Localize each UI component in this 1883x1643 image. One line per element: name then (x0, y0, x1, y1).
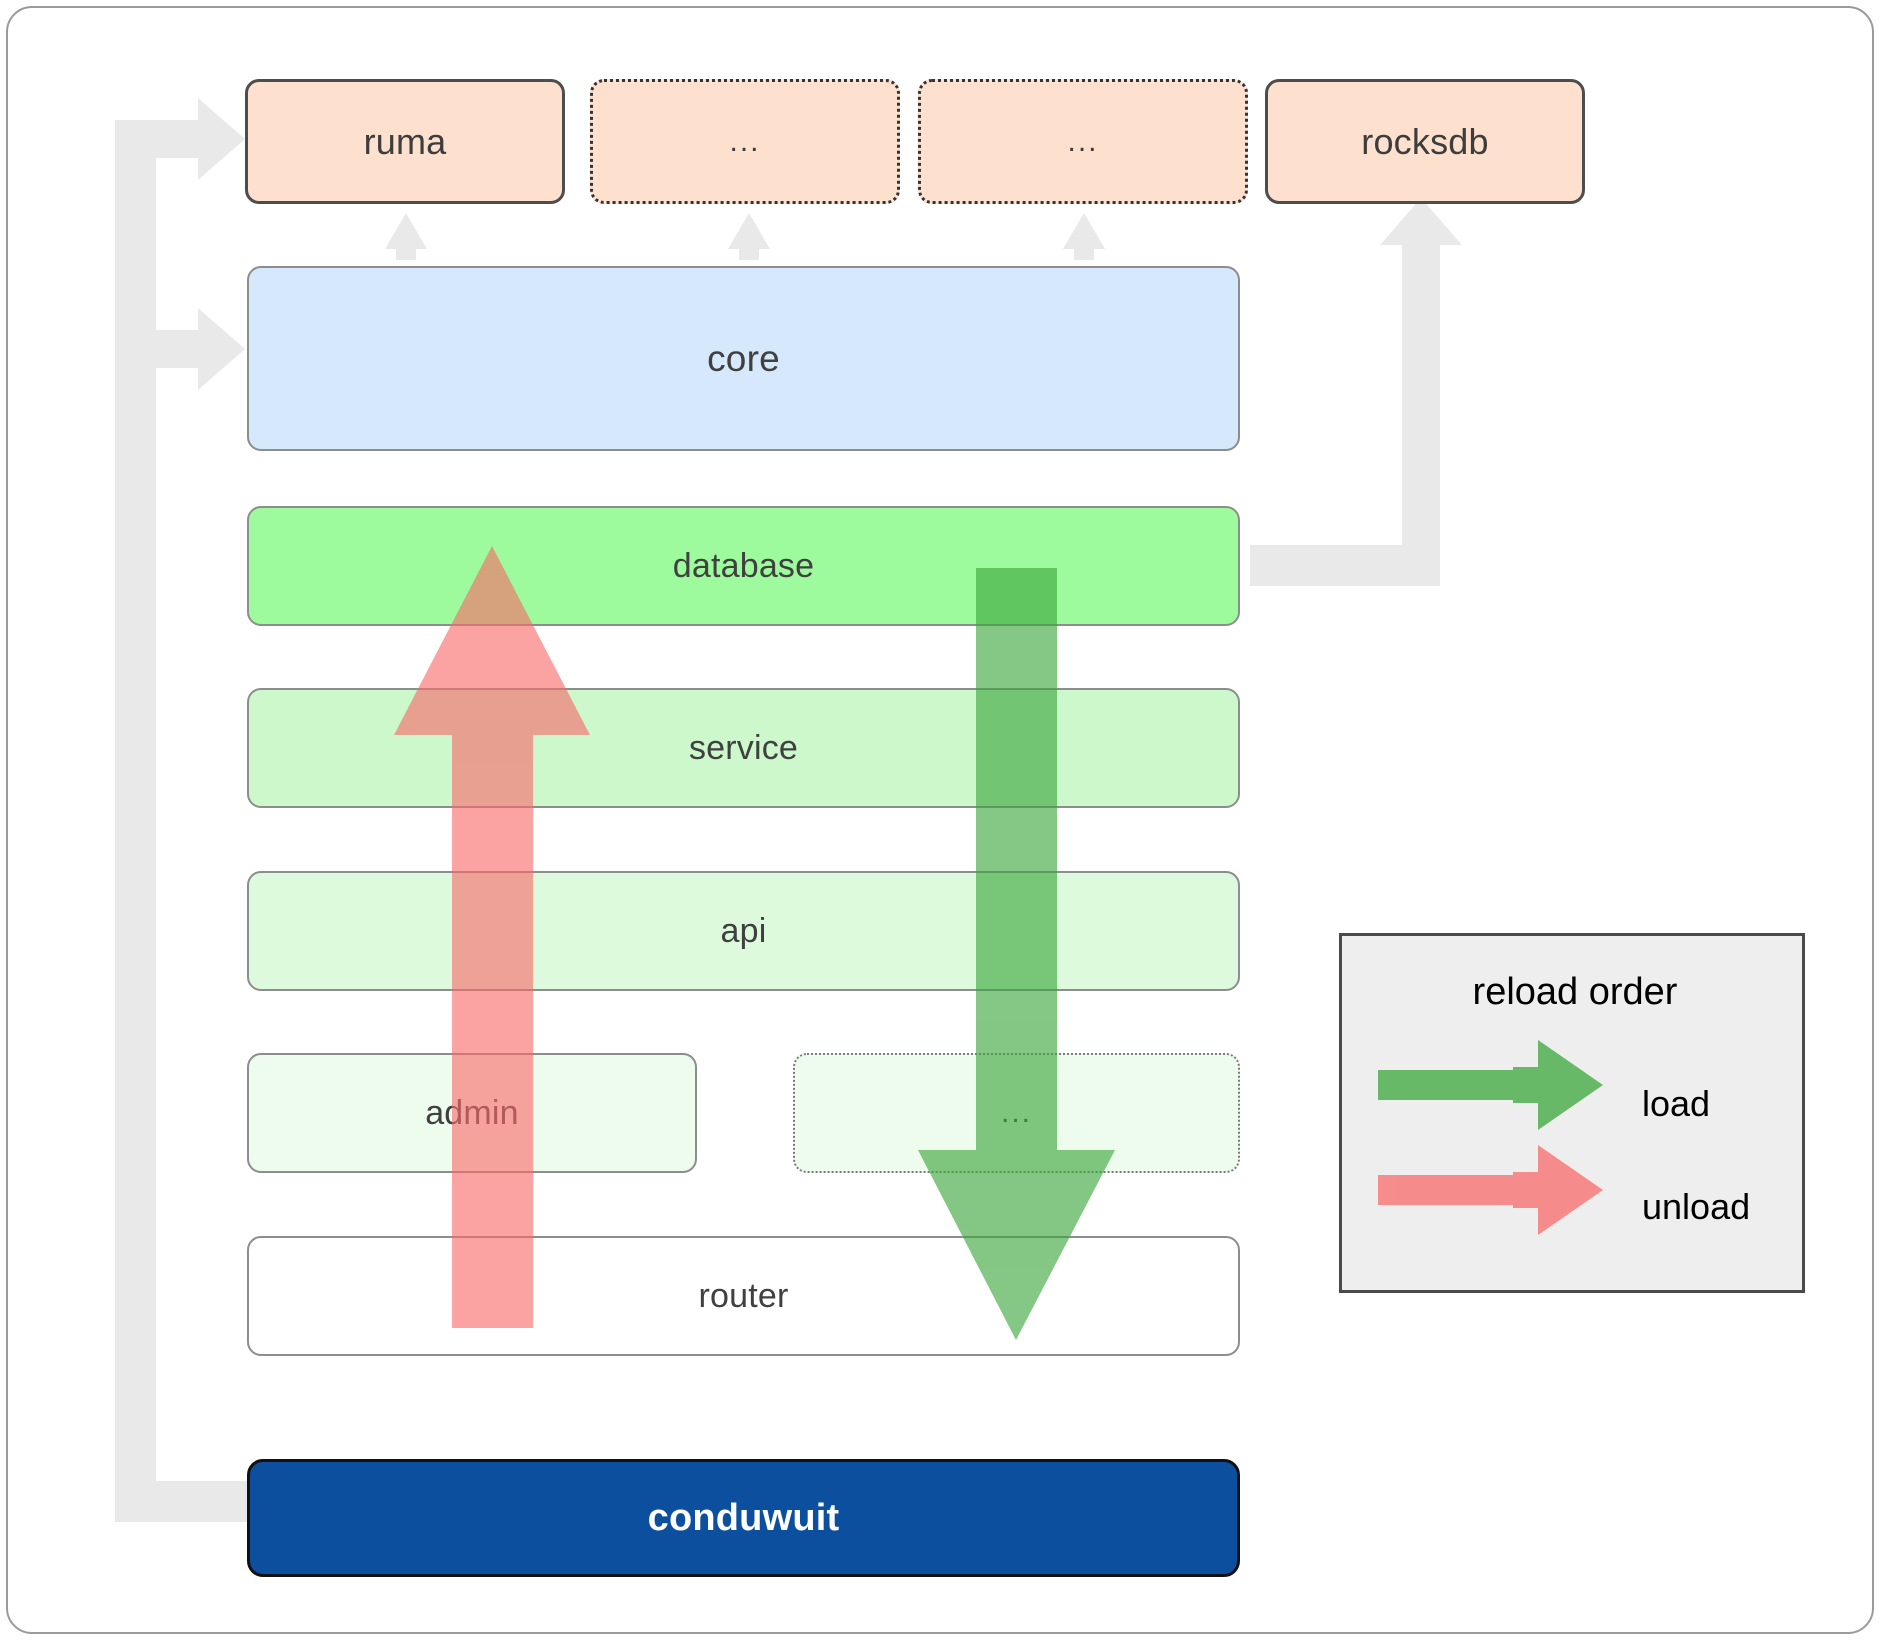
connector-arrow-to-rocksdb-vertical (1380, 198, 1462, 586)
connector-arrow-core-to-ruma (385, 213, 427, 249)
connector-arrow-to-ruma (115, 98, 245, 180)
dependency-box-ruma[interactable]: ruma (245, 79, 565, 204)
legend-box: reload order load unload (1339, 933, 1805, 1293)
layer-label-service: service (688, 728, 799, 767)
app-box-conduwuit[interactable]: conduwuit (247, 1459, 1240, 1577)
legend-label-unload: unload (1642, 1186, 1751, 1227)
layer-label-database: database (672, 546, 815, 585)
connector-trunk-left (115, 140, 156, 1522)
dependency-label-ruma: ruma (363, 120, 447, 162)
connector-arrow-core-to-dots2 (1063, 213, 1105, 249)
legend-label-load: load (1642, 1083, 1711, 1124)
core-label: core (707, 337, 780, 379)
dependency-label-dots2: ... (1067, 124, 1099, 158)
legend-arrow-unload-icon (1378, 1145, 1603, 1235)
layer-box-router[interactable]: router (247, 1236, 1240, 1356)
unload-arrow-head (394, 546, 590, 760)
legend-arrow-load-icon (1378, 1040, 1603, 1130)
layer-box-api[interactable]: api (247, 871, 1240, 991)
dependency-box-dots2[interactable]: ... (918, 79, 1248, 204)
app-label-conduwuit: conduwuit (647, 1496, 840, 1539)
layer-box-database[interactable]: database (247, 506, 1240, 626)
dependency-box-dots1[interactable]: ... (590, 79, 900, 204)
connector-arrow-core-to-dots1 (728, 213, 770, 249)
load-arrow-head (918, 1124, 1115, 1340)
dependency-label-rocksdb: rocksdb (1361, 120, 1489, 162)
layer-label-api: api (720, 911, 767, 950)
connector-shaft-dots2 (1074, 240, 1094, 260)
unload-arrow-shaft (452, 650, 533, 1328)
core-box[interactable]: core (247, 266, 1240, 451)
layer-label-router: router (698, 1276, 789, 1315)
connector-arrow-to-rocksdb (1250, 545, 1402, 586)
unload-arrow (394, 546, 590, 1328)
connector-shaft-ruma (396, 240, 416, 260)
dependency-box-rocksdb[interactable]: rocksdb (1265, 79, 1585, 204)
legend-title: reload order (1472, 971, 1678, 1013)
connector-conduwuit-stub (115, 1481, 250, 1522)
connector-arrow-to-core (156, 308, 245, 390)
load-arrow (918, 568, 1115, 1340)
dependency-label-dots1: ... (729, 124, 761, 158)
connector-shaft-dots1 (739, 240, 759, 260)
